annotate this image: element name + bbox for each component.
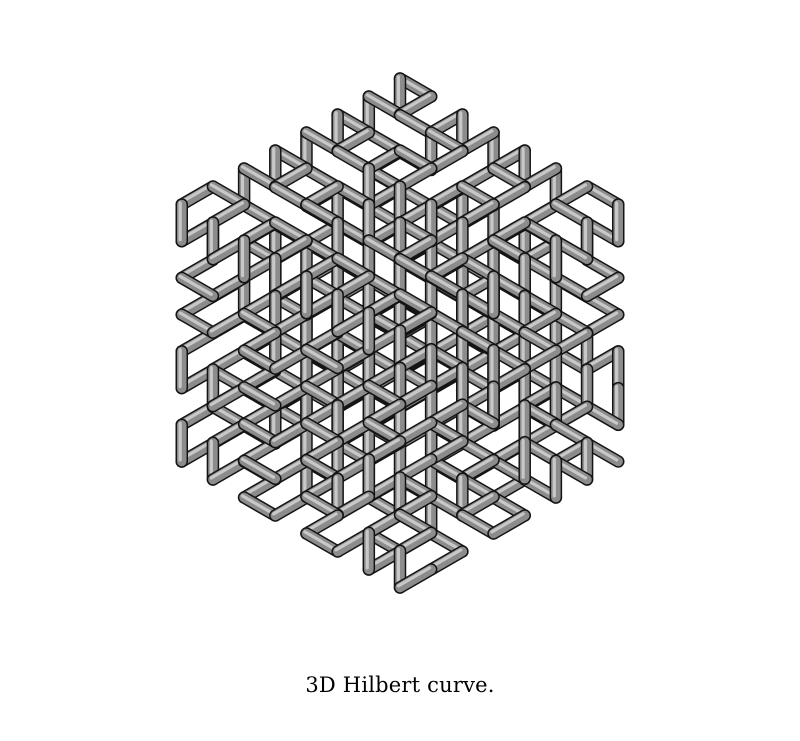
curve-segment bbox=[362, 453, 376, 503]
curve-segment bbox=[237, 234, 251, 284]
curve-segment bbox=[611, 198, 625, 248]
curve-segment bbox=[393, 416, 438, 447]
curve-segment bbox=[206, 308, 251, 339]
curve-segment bbox=[269, 344, 313, 375]
curve-segment bbox=[487, 509, 531, 540]
curve-segment bbox=[518, 435, 531, 486]
curve-segment bbox=[175, 418, 189, 468]
curve-segment bbox=[549, 454, 563, 504]
curve-segment bbox=[331, 380, 376, 411]
curve-segment bbox=[300, 270, 313, 320]
curve-segment bbox=[269, 417, 313, 449]
curve-segment bbox=[206, 381, 251, 413]
curve-segment bbox=[580, 271, 625, 303]
curve-segment bbox=[237, 454, 282, 486]
curve-segment bbox=[300, 343, 344, 375]
curve-segment bbox=[237, 381, 282, 412]
curve-segment bbox=[175, 345, 189, 395]
curve-segment bbox=[580, 363, 594, 413]
curve-segment bbox=[175, 198, 189, 248]
hilbert-curve-3d bbox=[175, 72, 625, 594]
curve-segment bbox=[362, 306, 376, 356]
hilbert-curve-figure bbox=[175, 72, 625, 594]
curve-segment bbox=[487, 270, 500, 320]
curve-segment bbox=[269, 491, 313, 522]
curve-segment bbox=[362, 526, 376, 576]
curve-segment bbox=[175, 271, 220, 303]
curve-segment bbox=[549, 234, 563, 284]
curve-segment bbox=[393, 563, 438, 594]
figure-caption: 3D Hilbert curve. bbox=[305, 673, 495, 697]
